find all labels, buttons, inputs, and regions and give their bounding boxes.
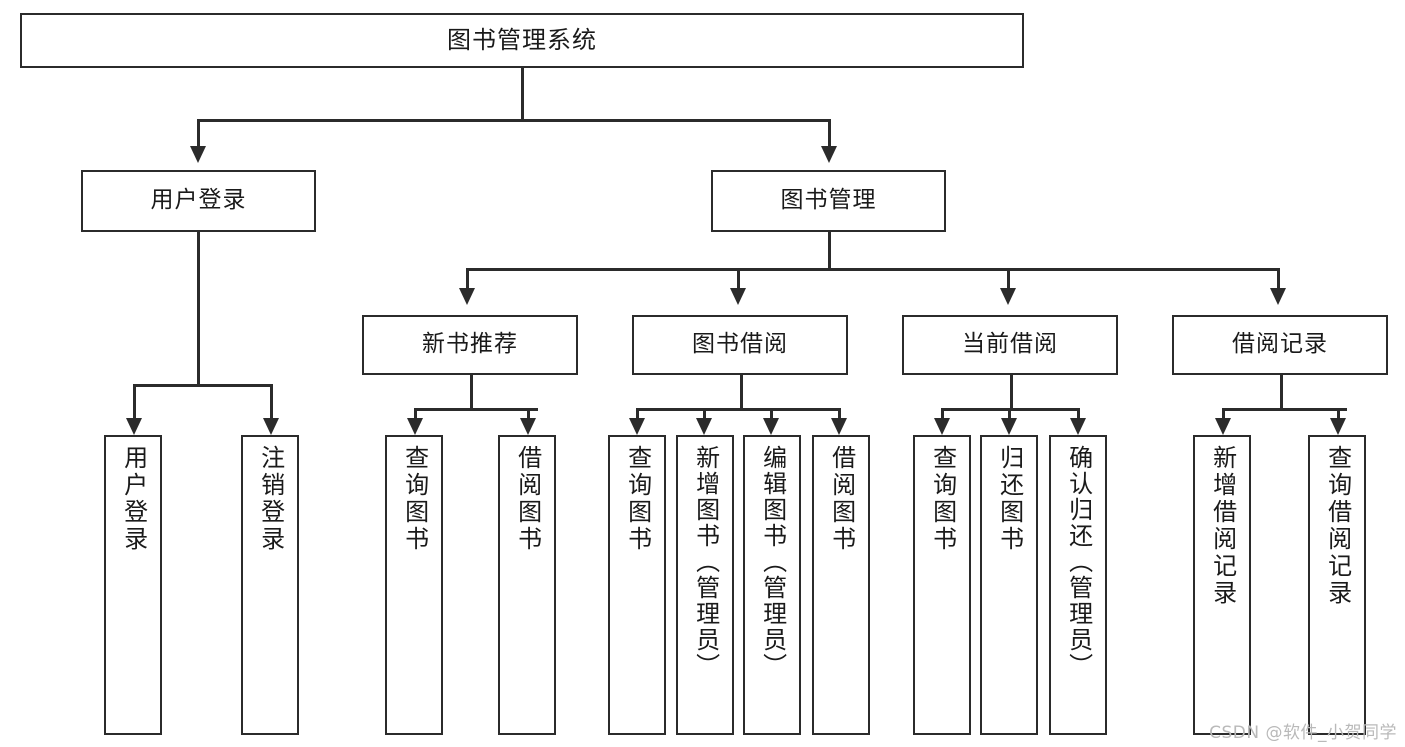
connector-book-borrow-drop-4 <box>838 408 841 421</box>
node-current-borrow[interactable]: 当前借阅 <box>902 315 1118 375</box>
arrow-to-book-borrow <box>730 288 746 305</box>
connector-current-borrow-stem <box>1010 375 1013 408</box>
connector-new-book-bar <box>414 408 538 411</box>
arrow-to-leaf-borrow-book-a <box>520 418 536 435</box>
leaf-edit-book-admin[interactable]: 编辑图书（管理员） <box>743 435 801 735</box>
arrow-to-new-book <box>459 288 475 305</box>
node-user-login[interactable]: 用户登录 <box>81 170 316 232</box>
node-label: 用户登录 <box>150 187 247 214</box>
node-label: 新书推荐 <box>422 331 518 358</box>
connector-user-login-drop-2 <box>270 384 273 418</box>
connector-new-book-drop-1 <box>414 408 417 421</box>
node-book-borrow[interactable]: 图书借阅 <box>632 315 848 375</box>
leaf-borrow-book-newbook[interactable]: 借阅图书 <box>498 435 556 735</box>
arrow-to-leaf-add-record <box>1215 418 1231 435</box>
connector-book-borrow-drop-1 <box>636 408 639 421</box>
node-new-book-recommend[interactable]: 新书推荐 <box>362 315 578 375</box>
arrow-to-current-borrow <box>1000 288 1016 305</box>
node-label: 当前借阅 <box>962 331 1058 358</box>
leaf-user-login[interactable]: 用户登录 <box>104 435 162 735</box>
connector-book-mgmt-drop-3 <box>1007 268 1010 288</box>
node-label: 注销登录 <box>256 445 285 553</box>
node-label: 查询图书 <box>623 445 652 553</box>
node-label: 图书管理系统 <box>447 26 597 55</box>
arrow-to-leaf-query-record <box>1330 418 1346 435</box>
connector-root-stem <box>521 68 524 119</box>
connector-current-borrow-drop-1 <box>941 408 944 421</box>
leaf-query-borrow-record[interactable]: 查询借阅记录 <box>1308 435 1366 735</box>
connector-user-login-stem <box>197 232 200 384</box>
watermark-text: CSDN @软件_小贺同学 <box>1209 723 1397 743</box>
connector-book-mgmt-stem <box>828 232 831 268</box>
connector-new-book-stem <box>470 375 473 408</box>
node-borrow-records[interactable]: 借阅记录 <box>1172 315 1388 375</box>
arrow-to-book-mgmt <box>821 146 837 163</box>
connector-book-mgmt-drop-1 <box>466 268 469 288</box>
node-label: 确认归还（管理员） <box>1064 445 1093 679</box>
connector-root-bar <box>197 119 829 122</box>
node-label: 归还图书 <box>995 445 1024 553</box>
node-label: 借阅记录 <box>1232 331 1328 358</box>
node-label: 新增借阅记录 <box>1208 445 1237 607</box>
leaf-query-book-newbook[interactable]: 查询图书 <box>385 435 443 735</box>
connector-borrow-records-drop-1 <box>1222 408 1225 421</box>
arrow-to-leaf-user-login <box>126 418 142 435</box>
arrow-to-leaf-edit-book <box>763 418 779 435</box>
connector-book-borrow-bar <box>636 408 841 411</box>
connector-borrow-records-bar <box>1222 408 1347 411</box>
node-label: 借阅图书 <box>827 445 856 553</box>
connector-user-login-drop-1 <box>133 384 136 418</box>
node-label: 图书管理 <box>780 187 877 214</box>
leaf-logout[interactable]: 注销登录 <box>241 435 299 735</box>
arrow-to-leaf-query-book-a <box>407 418 423 435</box>
connector-book-borrow-drop-2 <box>703 408 706 421</box>
arrow-to-leaf-confirm-return <box>1070 418 1086 435</box>
connector-book-borrow-drop-3 <box>770 408 773 421</box>
connector-book-mgmt-drop-2 <box>737 268 740 288</box>
leaf-add-borrow-record[interactable]: 新增借阅记录 <box>1193 435 1251 735</box>
leaf-return-book[interactable]: 归还图书 <box>980 435 1038 735</box>
connector-root-drop-left <box>197 119 200 146</box>
node-label: 新增图书（管理员） <box>691 445 720 679</box>
arrow-to-leaf-return-book <box>1001 418 1017 435</box>
leaf-query-book-current[interactable]: 查询图书 <box>913 435 971 735</box>
node-label: 查询借阅记录 <box>1323 445 1352 607</box>
arrow-to-leaf-query-book-b <box>629 418 645 435</box>
leaf-query-book-borrow[interactable]: 查询图书 <box>608 435 666 735</box>
node-root-system[interactable]: 图书管理系统 <box>20 13 1024 68</box>
connector-book-borrow-stem <box>740 375 743 408</box>
connector-current-borrow-drop-2 <box>1008 408 1011 421</box>
node-book-management[interactable]: 图书管理 <box>711 170 946 232</box>
connector-book-mgmt-bar <box>466 268 1280 271</box>
connector-book-mgmt-drop-4 <box>1277 268 1280 288</box>
arrow-to-leaf-add-book <box>696 418 712 435</box>
connector-current-borrow-drop-3 <box>1077 408 1080 421</box>
connector-borrow-records-drop-2 <box>1337 408 1340 421</box>
connector-borrow-records-stem <box>1280 375 1283 408</box>
connector-new-book-drop-2 <box>527 408 530 421</box>
leaf-add-book-admin[interactable]: 新增图书（管理员） <box>676 435 734 735</box>
arrow-to-leaf-query-book-c <box>934 418 950 435</box>
arrow-to-borrow-records <box>1270 288 1286 305</box>
node-label: 查询图书 <box>928 445 957 553</box>
arrow-to-leaf-logout <box>263 418 279 435</box>
arrow-to-leaf-borrow-book-b <box>831 418 847 435</box>
leaf-confirm-return-admin[interactable]: 确认归还（管理员） <box>1049 435 1107 735</box>
connector-root-drop-right <box>828 119 831 146</box>
arrow-to-user-login <box>190 146 206 163</box>
node-label: 图书借阅 <box>692 331 788 358</box>
node-label: 用户登录 <box>119 445 148 553</box>
node-label: 借阅图书 <box>513 445 542 553</box>
leaf-borrow-book[interactable]: 借阅图书 <box>812 435 870 735</box>
connector-user-login-bar <box>133 384 273 387</box>
node-label: 编辑图书（管理员） <box>758 445 787 679</box>
node-label: 查询图书 <box>400 445 429 553</box>
